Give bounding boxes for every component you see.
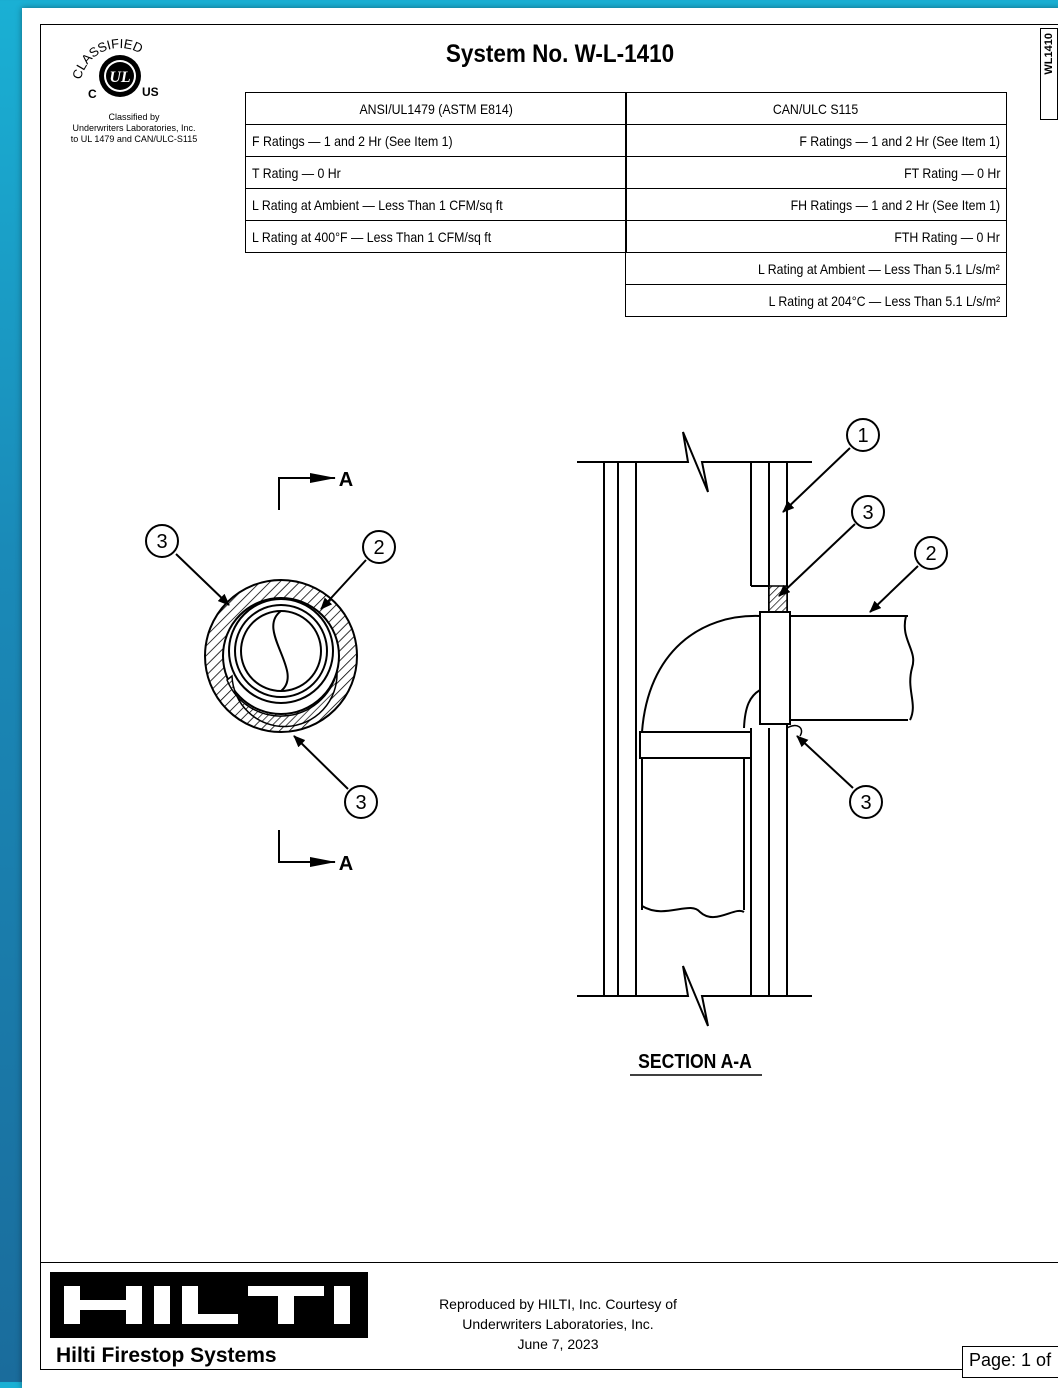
page-indicator: Page: 1 of <box>962 1346 1058 1378</box>
callout-bubble <box>344 785 378 819</box>
callout-bubble <box>914 536 948 570</box>
table-cell: FT Rating — 0 Hr <box>903 164 1000 181</box>
section-label: SECTION A-A <box>638 1050 752 1072</box>
ul-classified-logo: CLASSIFIED UL C US <box>69 36 159 101</box>
leader-line <box>778 523 856 597</box>
table-cell: F Ratings — 1 and 2 Hr (See Item 1) <box>252 132 453 149</box>
plan-view <box>145 473 396 867</box>
section-view <box>577 418 948 1076</box>
repro-line: Reproduced by HILTI, Inc. Courtesy of <box>439 1296 677 1312</box>
callout-bubble <box>851 495 885 529</box>
repro-line: Underwriters Laboratories, Inc. <box>462 1316 654 1332</box>
ul-us-mark: US <box>142 85 159 99</box>
callout-number: 3 <box>862 502 873 524</box>
repro-line: June 7, 2023 <box>517 1336 599 1352</box>
ul-caption-line: Classified by <box>108 112 160 122</box>
leader-line <box>320 559 367 610</box>
callout-bubble <box>145 524 179 558</box>
system-title: System No. W-L-1410 <box>445 40 675 68</box>
ul-caption: Classified by Underwriters Laboratories,… <box>44 112 224 145</box>
ulc-ratings-table: CAN/ULC S115 F Ratings — 1 and 2 Hr (See… <box>625 92 1007 317</box>
callout-number: 1 <box>857 425 868 447</box>
table-cell: F Ratings — 1 and 2 Hr (See Item 1) <box>799 132 1000 149</box>
table-header: ANSI/UL1479 (ASTM E814) <box>359 100 513 117</box>
table-cell: L Rating at 204°C — Less Than 5.1 L/s/m² <box>768 292 1000 309</box>
ul-ratings-table: ANSI/UL1479 (ASTM E814) F Ratings — 1 an… <box>245 92 627 253</box>
section-marker-bottom <box>278 830 335 863</box>
section-letter: A <box>339 853 353 875</box>
leader-line <box>782 447 851 513</box>
leader-line <box>175 553 230 606</box>
hilti-subtitle: Hilti Firestop Systems <box>56 1344 277 1367</box>
reproduction-note: Reproduced by HILTI, Inc. Courtesy of Un… <box>400 1294 716 1354</box>
footer-divider <box>40 1262 1058 1263</box>
svg-text:UL: UL <box>109 69 131 86</box>
section-letter: A <box>339 469 353 491</box>
table-header: CAN/ULC S115 <box>773 100 859 117</box>
leader-line <box>293 735 349 790</box>
callout-number: 3 <box>860 792 871 814</box>
table-cell: L Rating at 400°F — Less Than 1 CFM/sq f… <box>252 228 492 245</box>
ul-caption-line: Underwriters Laboratories, Inc. <box>72 123 196 133</box>
table-cell: L Rating at Ambient — Less Than 1 CFM/sq… <box>252 196 503 213</box>
hilti-logo <box>50 1272 368 1338</box>
callout-number: 3 <box>355 792 366 814</box>
callout-number: 2 <box>925 543 936 565</box>
section-marker-top <box>278 477 335 510</box>
drawing-frame <box>40 24 1058 1370</box>
callout-bubble <box>362 530 396 564</box>
table-cell: T Rating — 0 Hr <box>252 164 341 181</box>
ul-caption-line: to UL 1479 and CAN/ULC-S115 <box>70 134 198 144</box>
leader-line <box>796 735 854 789</box>
table-cell: FH Ratings — 1 and 2 Hr (See Item 1) <box>790 196 1000 213</box>
callout-bubble <box>846 418 880 452</box>
callout-number: 2 <box>373 537 384 559</box>
leader-line <box>869 565 919 613</box>
table-cell: L Rating at Ambient — Less Than 5.1 L/s/… <box>758 260 1000 277</box>
callout-number: 3 <box>156 531 167 553</box>
table-cell: FTH Rating — 0 Hr <box>894 228 1000 245</box>
callout-bubble <box>849 785 883 819</box>
ul-c-mark: C <box>88 87 97 101</box>
